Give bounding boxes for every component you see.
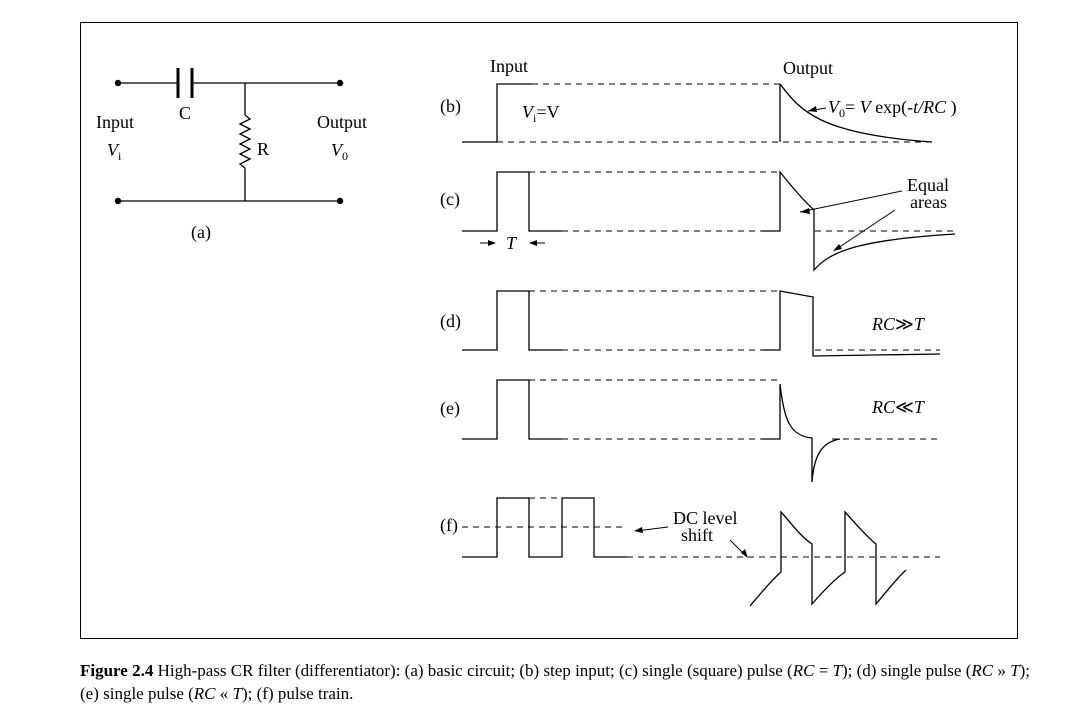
- row-f-dc-label-line1: DC level: [673, 508, 738, 528]
- column-heading-output: Output: [783, 58, 833, 78]
- caption-text: ); (d) single pulse (: [842, 661, 972, 680]
- row-label-d: (d): [440, 311, 461, 332]
- caption-rc: RC: [971, 661, 994, 680]
- row-f-dc-arrowhead-left: [634, 527, 643, 533]
- row-c-area-pointer-lower: [834, 209, 896, 251]
- row-b-input-waveform: [462, 83, 532, 143]
- caption-t: T: [832, 661, 842, 680]
- row-c-area-arrowhead-upper: [800, 208, 810, 214]
- circuit-input-symbol: Vi: [107, 140, 122, 163]
- row-c-areas-label: areas: [910, 192, 947, 212]
- figure-frame: [80, 22, 1018, 639]
- circuit-output-symbol: V0: [331, 140, 348, 163]
- caption-rc: RC: [193, 684, 216, 703]
- caption-text: High-pass CR filter (differentiator): (a…: [153, 661, 793, 680]
- row-d-condition: RC≫T: [871, 314, 926, 334]
- row-d-output-waveform: [762, 290, 941, 357]
- terminal-output-top: [336, 79, 344, 87]
- row-e-input-waveform: [462, 379, 562, 440]
- row-b-output-decay: [779, 83, 933, 143]
- row-e-condition: RC≪T: [871, 397, 926, 417]
- row-c-output-waveform: [762, 170, 956, 272]
- row-f-dc-arrowhead-right: [741, 549, 748, 558]
- caption-text: «: [215, 684, 233, 703]
- row-f-output-waveform: [749, 510, 907, 607]
- row-label-f: (f): [440, 515, 458, 536]
- row-c-period-label: T: [506, 233, 518, 253]
- row-c-period-arrowhead-left: [488, 240, 496, 246]
- capacitor-label: C: [179, 103, 191, 123]
- caption-figure-number: Figure 2.4: [80, 661, 154, 680]
- row-label-e: (e): [440, 398, 460, 419]
- row-c-area-pointer-upper: [799, 190, 903, 213]
- row-c-period-arrowhead-right: [529, 240, 537, 246]
- caption-rc: RC: [792, 661, 815, 680]
- caption-t: T: [1010, 661, 1020, 680]
- row-d-input-waveform: [462, 290, 562, 351]
- caption-text: =: [814, 661, 833, 680]
- resistor-label: R: [257, 139, 269, 159]
- caption-t: T: [232, 684, 242, 703]
- row-b-input-formula: Vi=V: [522, 102, 560, 125]
- caption-text: ); (f) pulse train.: [241, 684, 354, 703]
- figure-caption: Figure 2.4 High-pass CR filter (differen…: [80, 659, 1040, 705]
- terminal-input-bottom: [114, 197, 122, 205]
- row-b-step-input: (b) Vi=V V0= V exp(-t/RC ): [440, 83, 957, 143]
- circuit-output-label: Output: [317, 112, 367, 132]
- row-b-formula-arrowhead: [808, 106, 817, 112]
- caption-text: ); (e) single pulse (: [80, 661, 1030, 703]
- row-d-long-time-constant: (d) RC≫T: [440, 290, 941, 357]
- circuit-input-label: Input: [96, 112, 134, 132]
- row-f-dc-label-line2: shift: [681, 525, 713, 545]
- row-c-equal-label: Equal: [907, 175, 949, 195]
- row-c-area-arrowhead-lower: [833, 244, 842, 251]
- row-c-single-pulse: (c) T Equal areas: [440, 170, 956, 272]
- row-b-output-formula: V0= V exp(-t/RC ): [828, 97, 957, 120]
- panel-label-a: (a): [191, 222, 211, 243]
- caption-text: »: [993, 661, 1011, 680]
- resistor-zigzag: [238, 114, 252, 169]
- row-c-input-waveform: [462, 171, 562, 232]
- row-e-output-waveform: [762, 383, 841, 483]
- column-heading-input: Input: [490, 56, 528, 76]
- circuit-schematic: C R Input Vi Output V0 (a): [96, 68, 367, 243]
- row-f-pulse-train: (f) DC level shift: [440, 497, 940, 607]
- row-e-short-time-constant: (e) RC≪T: [440, 379, 940, 483]
- terminal-input-top: [114, 79, 122, 87]
- row-label-b: (b): [440, 96, 461, 117]
- terminal-output-bottom: [336, 197, 344, 205]
- row-label-c: (c): [440, 189, 460, 210]
